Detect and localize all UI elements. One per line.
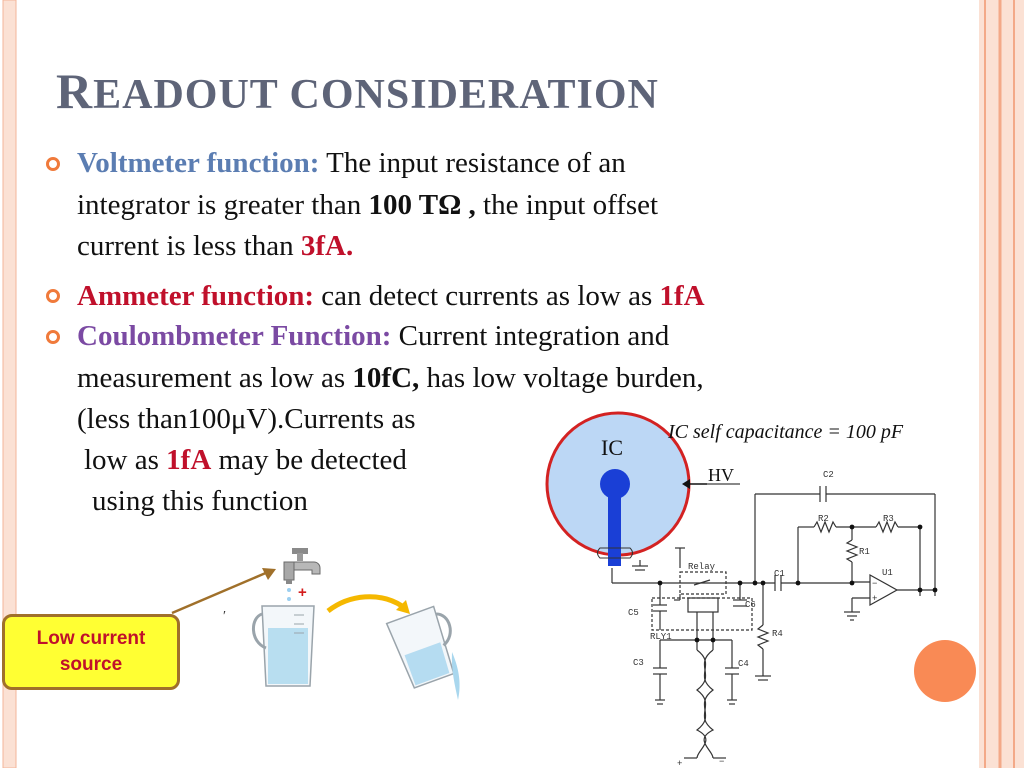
ammeter-value: 1fA <box>659 280 705 312</box>
probe-tip <box>600 469 630 499</box>
r1-label: R1 <box>859 547 870 557</box>
coulomb-label: Coulombmeter Function: <box>77 320 392 352</box>
coulomb-text-4a: low as <box>84 444 167 476</box>
c1-label: C1 <box>774 569 785 579</box>
c2-label: C2 <box>823 470 834 480</box>
ic-label: IC <box>601 435 623 460</box>
voltmeter-offset-value: 3fA. <box>300 230 354 262</box>
tick-mark: ′ <box>223 609 226 624</box>
voltmeter-line-1: Voltmeter function: The input resistance… <box>77 143 626 184</box>
r4-label: R4 <box>772 629 783 639</box>
voltmeter-line-3: current is less than 3fA. <box>77 226 353 267</box>
faucet-beaker-illustration: + ′ <box>171 548 460 700</box>
coulomb-line-2: measurement as low as 10fC, has low volt… <box>77 358 704 399</box>
voltmeter-text-1: The input resistance of an <box>319 147 626 179</box>
coulomb-text-2c: has low voltage burden, <box>419 362 704 394</box>
bullet-icon <box>46 157 60 171</box>
ammeter-label: Ammeter function: <box>77 280 315 312</box>
ammeter-line: Ammeter function: can detect currents as… <box>77 276 705 317</box>
c3-label: C3 <box>633 658 644 668</box>
voltmeter-text-3a: current is less than <box>77 230 301 262</box>
low-current-source-callout: Low current source <box>2 614 180 690</box>
hv-label: HV <box>708 465 734 485</box>
coulomb-line-1: Coulombmeter Function: Current integrati… <box>77 316 669 357</box>
bullet-icon <box>46 289 60 303</box>
coulomb-line-3: (less than100μV).Currents as <box>77 403 416 435</box>
coulomb-line-5: using this function <box>92 485 308 517</box>
coulomb-text-2a: measurement as low as <box>77 362 353 394</box>
beaker-icon <box>252 605 315 687</box>
title-initial: R <box>56 63 94 119</box>
faucet-icon <box>283 548 321 584</box>
u1-label: U1 <box>882 568 893 578</box>
r3-label: R3 <box>883 514 894 524</box>
coulomb-current-value: 1fA <box>166 444 212 476</box>
opamp-minus: − <box>872 579 877 589</box>
coulomb-text-4c: may be detected <box>211 444 407 476</box>
circuit-diagram: IC HV IC self capacitance = 100 pF Relay… <box>545 411 938 768</box>
rly-label: RLY1 <box>650 632 672 642</box>
pouring-beaker-icon <box>385 605 455 689</box>
voltmeter-label: Voltmeter function: <box>77 147 320 179</box>
coulomb-charge-value: 10fC, <box>352 362 420 394</box>
voltmeter-line-2: integrator is greater than 100 TΩ , the … <box>77 185 658 226</box>
opamp-plus: + <box>872 594 877 604</box>
title-rest: EADOUT CONSIDERATION <box>93 72 659 118</box>
decorative-circle <box>914 640 976 702</box>
voltmeter-resistance-value: 100 TΩ , <box>368 189 476 221</box>
voltmeter-text-2a: integrator is greater than <box>77 189 369 221</box>
page-title: READOUT CONSIDERATION <box>56 62 659 120</box>
coulomb-line-4: low as 1fA may be detected <box>84 440 407 481</box>
minus-terminal: − <box>719 757 724 767</box>
bullet-icon <box>46 330 60 344</box>
capacitance-note: IC self capacitance = 100 pF <box>667 421 904 443</box>
c4-label: C4 <box>738 659 749 669</box>
relay-label: Relay <box>688 562 716 572</box>
c5-label: C5 <box>628 608 639 618</box>
ammeter-text: can detect currents as low as <box>314 280 660 312</box>
plus-sign: + <box>298 584 307 601</box>
coulomb-text-1: Current integration and <box>391 320 670 352</box>
r2-label: R2 <box>818 514 829 524</box>
voltmeter-text-2c: the input offset <box>475 189 659 221</box>
plus-terminal: + <box>677 759 682 768</box>
probe-stem <box>608 490 621 566</box>
c6-label: C6 <box>745 600 756 610</box>
